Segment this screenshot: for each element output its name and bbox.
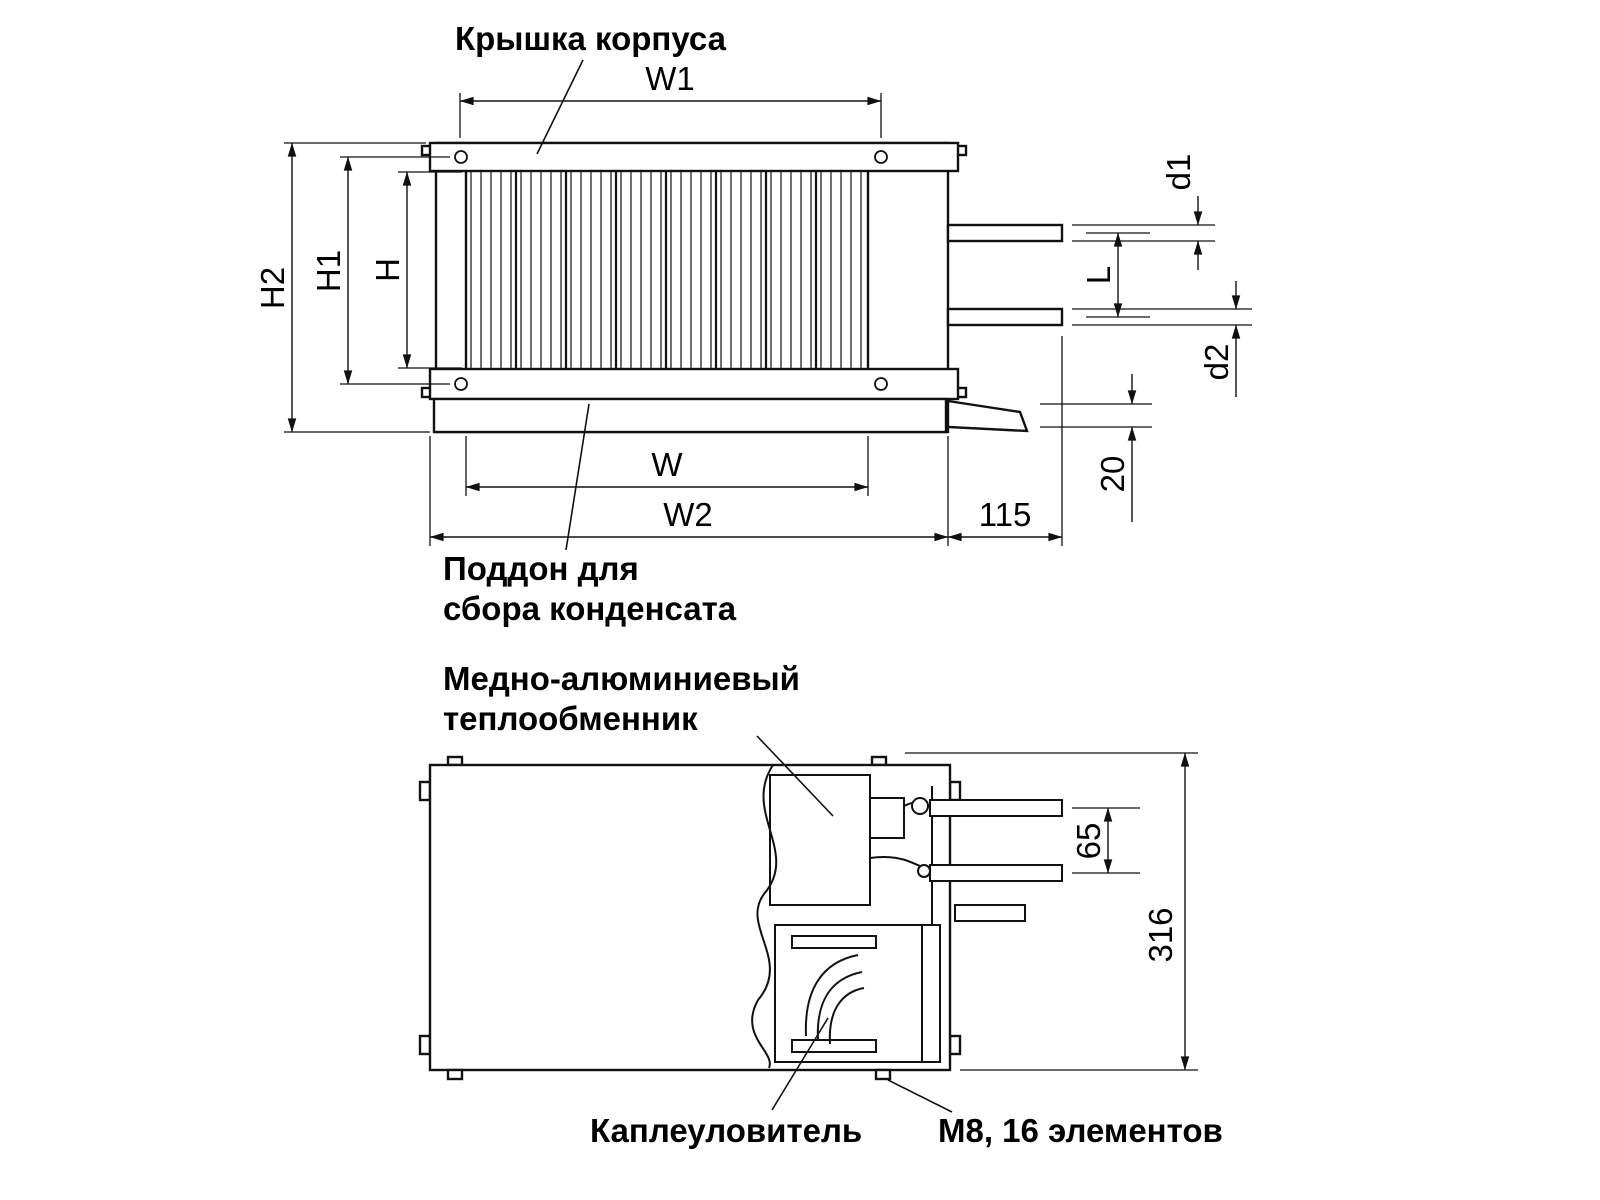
pan-callout-line1: Поддон для (443, 550, 639, 587)
eliminator-vane (828, 987, 865, 1045)
dim-20: 20 (1040, 374, 1152, 522)
drain-fitting (917, 864, 931, 878)
dim-316-label: 316 (1142, 907, 1179, 962)
screw-hole (874, 150, 888, 164)
eliminator-bar (791, 935, 877, 949)
dim-h2-label: H2 (254, 267, 291, 309)
vent-fitting (911, 797, 929, 815)
dim-w1: W1 (459, 60, 882, 138)
side-view: 65 316 Медно-алюминиевый теплообменник К… (418, 660, 1223, 1149)
pan-callout-line2: сбора конденсата (443, 590, 737, 627)
drain-pipe (946, 399, 1029, 433)
dim-d2: d2 (1072, 281, 1252, 397)
dim-d1-label: d1 (1160, 154, 1197, 191)
dim-115-label: 115 (979, 496, 1032, 533)
eliminator-vane (816, 971, 863, 1041)
dim-w-label: W (651, 446, 683, 483)
eliminator-bar (791, 1039, 877, 1053)
dim-d2-label: d2 (1198, 344, 1235, 381)
tube-columns (514, 171, 818, 369)
dim-h2: H2 (254, 142, 430, 433)
dim-20-label: 20 (1094, 456, 1131, 493)
side-body-group (418, 755, 1063, 1081)
dim-h1-label: H1 (310, 250, 347, 292)
exchanger-leader-line (756, 735, 834, 817)
pan-leader-line (565, 403, 590, 551)
side-callouts: Медно-алюминиевый теплообменник Каплеуло… (443, 660, 1223, 1149)
screw-hole (874, 377, 888, 391)
mount-tab (418, 1034, 432, 1056)
header-block (869, 797, 905, 839)
condensate-pan (432, 397, 948, 434)
mount-tab (948, 1034, 962, 1056)
eliminator-vane (804, 954, 859, 1037)
dim-65: 65 (1070, 807, 1140, 874)
bolt-foot (446, 1068, 464, 1081)
cover-leader-line (536, 59, 584, 155)
dim-h1: H1 (310, 156, 450, 385)
mount-tab (870, 755, 888, 767)
dim-w1-label: W1 (645, 60, 695, 97)
dim-316: 316 (905, 752, 1198, 1071)
inlet-pipe (946, 223, 1064, 243)
screw-hole (454, 150, 468, 164)
bolt-foot (874, 1068, 892, 1081)
dim-65-label: 65 (1070, 823, 1107, 860)
exchanger-callout-line2: теплообменник (443, 700, 698, 737)
eliminator-leader-line (771, 1017, 829, 1111)
dim-w2: W2 (429, 436, 949, 546)
outlet-pipe-side (929, 864, 1063, 882)
outlet-pipe (946, 307, 1064, 327)
fasteners-callout: М8, 16 элементов (938, 1112, 1223, 1149)
mount-tab (418, 780, 432, 802)
dim-h: H (369, 171, 462, 369)
dim-w2-label: W2 (663, 496, 713, 533)
cover-strip (428, 141, 960, 173)
dim-h-label: H (369, 258, 406, 282)
cover-callout: Крышка корпуса (455, 20, 727, 57)
exchanger-callout-line1: Медно-алюминиевый (443, 660, 800, 697)
front-callouts: Крышка корпуса Поддон для сбора конденса… (443, 20, 737, 627)
dim-l: L (1080, 232, 1150, 318)
drain-pipe-side (954, 904, 1026, 922)
section-break-line (751, 764, 778, 1069)
inlet-pipe-side (929, 799, 1063, 817)
mount-tab (948, 780, 962, 802)
dim-w: W (465, 436, 869, 496)
fasteners-leader-line (887, 1079, 953, 1113)
dim-d1: d1 (1072, 154, 1215, 270)
screw-hole (454, 377, 468, 391)
cooler-body-group (420, 141, 1064, 434)
eliminator-callout: Каплеуловитель (590, 1112, 862, 1149)
front-view: W1 H2 H1 H W (254, 20, 1252, 627)
mount-tab (446, 755, 464, 767)
heat-exchanger (769, 774, 871, 906)
dim-l-label: L (1080, 266, 1117, 284)
bottom-flange (428, 367, 960, 401)
dim-115: 115 (947, 336, 1063, 546)
